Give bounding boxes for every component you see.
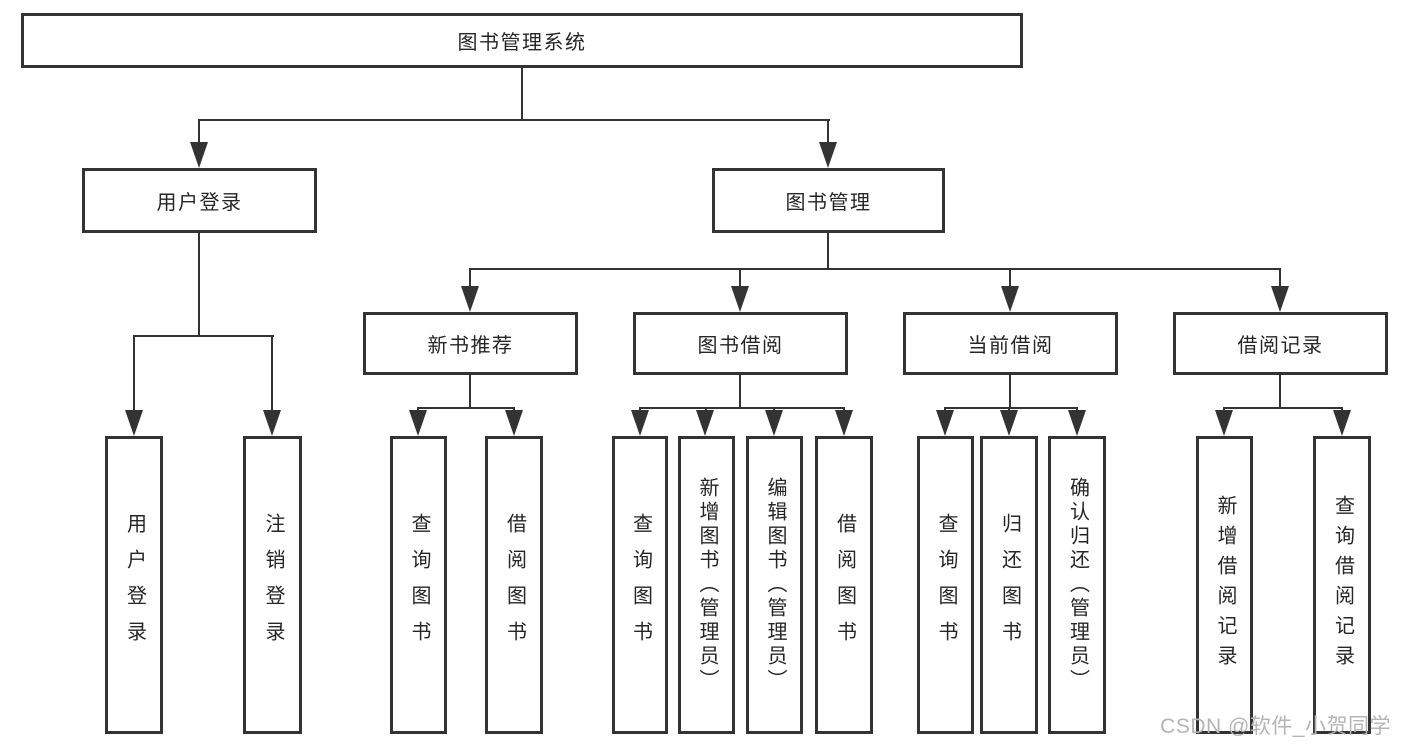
arrowhead-down-icon	[1000, 410, 1018, 436]
arrowhead-down-icon	[409, 410, 427, 436]
node-borrow-records-label: 借阅记录	[1237, 335, 1324, 357]
arrowhead-down-icon	[696, 410, 714, 436]
connector-line	[133, 335, 274, 337]
node-new-book-recommend: 新书推荐	[363, 312, 578, 375]
node-current-borrow-label: 当前借阅	[967, 335, 1054, 357]
arrowhead-down-icon	[1068, 410, 1086, 436]
arrowhead-down-icon	[835, 410, 853, 436]
connector-line	[469, 268, 471, 290]
leaf-return-book: 归还图书	[980, 436, 1038, 734]
arrowhead-down-icon	[461, 286, 479, 312]
connector-line	[1279, 373, 1281, 409]
connector-line	[198, 231, 200, 336]
leaf-user-login-label: 用户登录	[123, 513, 146, 657]
node-book-borrow-label: 图书借阅	[697, 335, 784, 357]
connector-line	[944, 407, 1078, 409]
connector-line	[469, 373, 471, 409]
leaf-logout: 注销登录	[243, 436, 302, 734]
arrowhead-down-icon	[731, 286, 749, 312]
leaf-query-books-recommend-label: 查询图书	[408, 513, 430, 657]
connector-line	[198, 119, 830, 121]
leaf-confirm-return-admin-label: 确认归还（管理员）	[1066, 477, 1089, 693]
leaf-query-books-recommend: 查询图书	[390, 436, 447, 734]
arrowhead-down-icon	[765, 410, 783, 436]
connector-line	[133, 335, 135, 413]
leaf-borrow-books-label: 借阅图书	[833, 513, 856, 657]
leaf-borrow-books-recommend: 借阅图书	[485, 436, 543, 734]
leaf-edit-book-admin-label: 编辑图书（管理员）	[764, 477, 786, 693]
leaf-query-books-borrow: 查询图书	[612, 436, 668, 734]
leaf-user-login: 用户登录	[105, 436, 163, 734]
node-root: 图书管理系统	[21, 13, 1023, 68]
node-book-management-label: 图书管理	[785, 192, 872, 214]
connector-line	[827, 119, 829, 147]
arrowhead-down-icon	[505, 410, 523, 436]
connector-line	[1279, 268, 1281, 290]
leaf-query-books-borrow-label: 查询图书	[629, 513, 652, 657]
leaf-logout-label: 注销登录	[262, 513, 284, 657]
leaf-confirm-return-admin: 确认归还（管理员）	[1048, 436, 1106, 734]
connector-line	[739, 268, 741, 290]
node-borrow-records: 借阅记录	[1173, 312, 1388, 375]
connector-line	[1009, 373, 1011, 409]
arrowhead-down-icon	[1215, 410, 1233, 436]
leaf-borrow-books-recommend-label: 借阅图书	[503, 513, 526, 657]
arrowhead-down-icon	[190, 142, 208, 168]
arrowhead-down-icon	[1001, 286, 1019, 312]
arrowhead-down-icon	[1271, 286, 1289, 312]
arrowhead-down-icon	[263, 410, 281, 436]
leaf-query-books-current: 查询图书	[917, 436, 974, 734]
leaf-query-borrow-record-label: 查询借阅记录	[1331, 495, 1354, 675]
connector-line	[271, 335, 273, 413]
node-root-label: 图书管理系统	[457, 32, 587, 54]
watermark: CSDN @软件_小贺同学	[1160, 715, 1391, 738]
node-current-borrow: 当前借阅	[903, 312, 1118, 375]
leaf-return-book-label: 归还图书	[998, 513, 1021, 657]
node-new-book-recommend-label: 新书推荐	[427, 335, 514, 357]
leaf-add-borrow-record: 新增借阅记录	[1196, 436, 1253, 734]
node-user-login: 用户登录	[82, 168, 317, 233]
leaf-edit-book-admin: 编辑图书（管理员）	[746, 436, 803, 734]
leaf-query-books-current-label: 查询图书	[935, 513, 957, 657]
connector-line	[521, 66, 523, 119]
connector-line	[827, 231, 829, 270]
connector-line	[739, 373, 741, 409]
arrowhead-down-icon	[1333, 410, 1351, 436]
node-book-management: 图书管理	[712, 168, 945, 233]
connector-line	[1009, 268, 1011, 290]
leaf-query-borrow-record: 查询借阅记录	[1313, 436, 1371, 734]
connector-line	[639, 407, 845, 409]
node-book-borrow: 图书借阅	[633, 312, 848, 375]
leaf-add-book-admin: 新增图书（管理员）	[678, 436, 735, 734]
leaf-add-book-admin-label: 新增图书（管理员）	[696, 477, 718, 693]
connector-line	[198, 119, 200, 147]
arrowhead-down-icon	[125, 410, 143, 436]
arrowhead-down-icon	[936, 410, 954, 436]
connector-line	[417, 407, 514, 409]
arrowhead-down-icon	[631, 410, 649, 436]
leaf-add-borrow-record-label: 新增借阅记录	[1214, 495, 1236, 675]
leaf-borrow-books: 借阅图书	[815, 436, 873, 734]
arrowhead-down-icon	[819, 142, 837, 168]
node-user-login-label: 用户登录	[156, 192, 243, 214]
connector-line	[1223, 407, 1342, 409]
connector-line	[469, 268, 1281, 270]
